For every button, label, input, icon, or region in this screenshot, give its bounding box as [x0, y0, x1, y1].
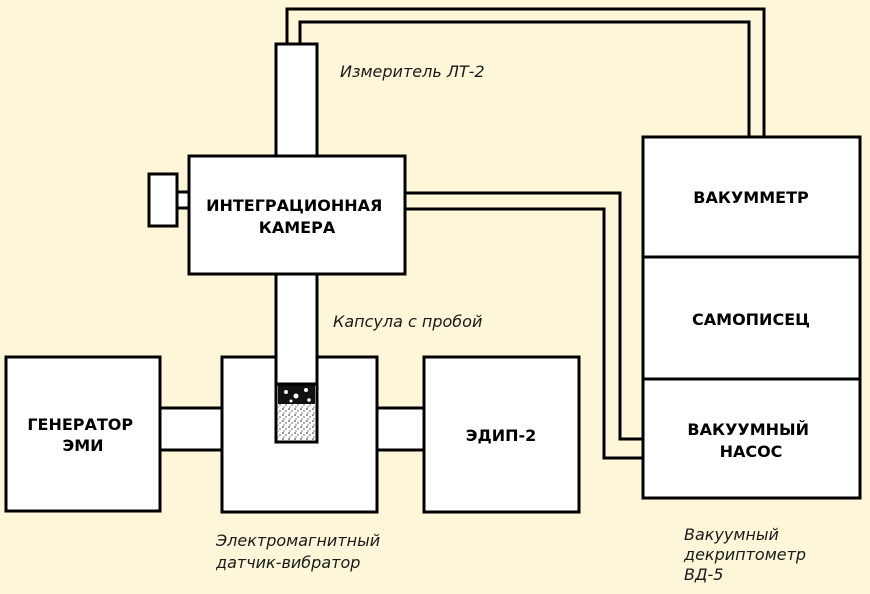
edip-label: ЭДИП-2 [466, 426, 537, 445]
integration-chamber-box [187, 154, 407, 276]
chamber-side-connector [175, 190, 191, 210]
vacuum-meter-label: ВАКУММЕТР [693, 188, 809, 207]
chamber-side-block [147, 172, 179, 228]
integration-chamber-label: ИНТЕГРАЦИОННАЯ КАМЕРА [206, 196, 388, 237]
decrepitometer-label: Вакуумный декриптометр ВД-5 [683, 525, 811, 584]
pipe-sensor-edip [375, 406, 426, 452]
meter-lt2-label: Измеритель ЛТ-2 [340, 62, 485, 81]
capsule-sample [274, 382, 319, 444]
capsule-label: Капсула с пробой [333, 312, 482, 331]
recorder-label: САМОПИСЕЦ [692, 310, 810, 329]
pipe-generator-sensor [158, 406, 224, 452]
recorder-box [641, 255, 862, 381]
vacuum-pump-label: ВАКУУМНЫЙ НАСОС [687, 420, 814, 461]
tube-chamber-to-pump [405, 191, 643, 460]
sensor-label: Электромагнитный датчик-вибратор [215, 531, 385, 572]
emi-generator-box [4, 355, 162, 513]
edip-box [422, 355, 581, 514]
vacuum-meter-box [641, 135, 862, 259]
emi-generator-label: ГЕНЕРАТОР ЭМИ [27, 415, 138, 455]
meter-lt2-column [274, 42, 319, 158]
tube-meter-to-vacuummeter [285, 7, 766, 137]
vacuum-pump-box [641, 377, 862, 500]
